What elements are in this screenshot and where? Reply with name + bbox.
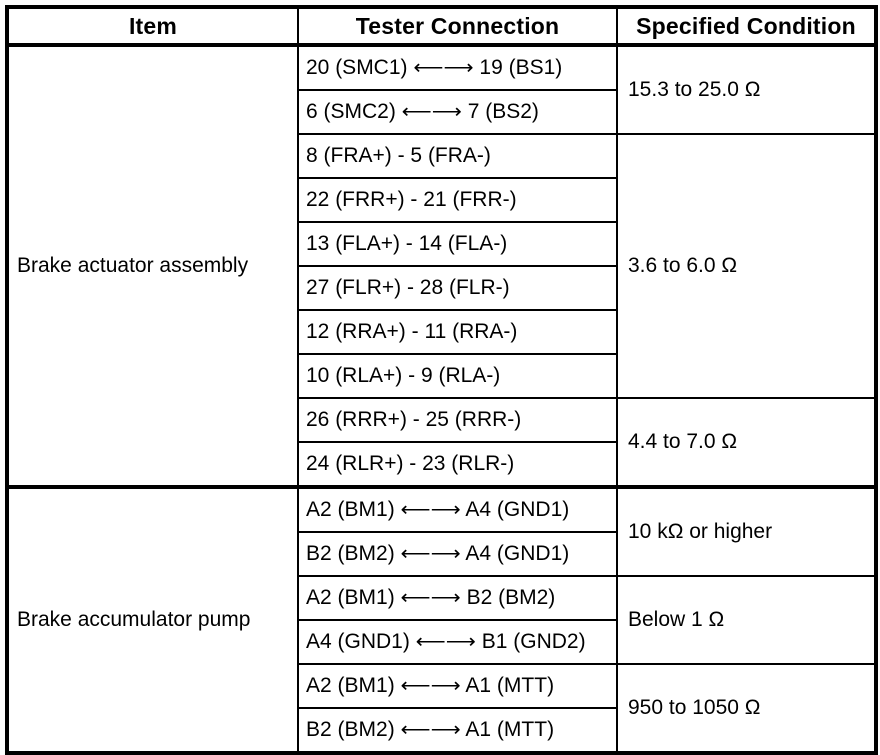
tester-connection-cell: A2 (BM1) ⟵⟶ A1 (MTT)	[297, 663, 618, 709]
specified-condition-cell: 10 kΩ or higher	[616, 485, 876, 577]
table-row: 12 (RRA+) - 11 (RRA-)	[7, 309, 876, 355]
table-row: Brake accumulator pump A2 (BM1) ⟵⟶ A4 (G…	[7, 485, 876, 754]
header-row: Item Tester Connection Specified Conditi…	[7, 7, 876, 47]
specified-condition-cell: 3.6 to 6.0 Ω	[616, 133, 876, 399]
inspection-spec-table: Item Tester Connection Specified Conditi…	[5, 5, 878, 755]
specified-condition-cell: 950 to 1050 Ω	[616, 663, 876, 754]
tester-connection-cell: 24 (RLR+) - 23 (RLR-)	[297, 441, 618, 488]
table-body: Brake actuator assembly 20 (SMC1) ⟵⟶ 19 …	[7, 43, 876, 754]
table-row: A4 (GND1) ⟵⟶ B1 (GND2)	[7, 619, 876, 665]
table-row: Brake actuator assembly 20 (SMC1) ⟵⟶ 19 …	[7, 43, 876, 488]
column-header-item: Item	[7, 7, 299, 47]
tester-connection-cell: 12 (RRA+) - 11 (RRA-)	[297, 309, 618, 355]
item-cell-brake-actuator-assembly: Brake actuator assembly	[7, 43, 299, 488]
tester-connection-cell: B2 (BM2) ⟵⟶ A4 (GND1)	[297, 531, 618, 577]
tester-connection-cell: 27 (FLR+) - 28 (FLR-)	[297, 265, 618, 311]
tester-connection-cell: A2 (BM1) ⟵⟶ B2 (BM2)	[297, 575, 618, 621]
tester-connection-cell: 13 (FLA+) - 14 (FLA-)	[297, 221, 618, 267]
tester-connection-cell: B2 (BM2) ⟵⟶ A1 (MTT)	[297, 707, 618, 754]
table-row: 26 (RRR+) - 25 (RRR-) 4.4 to 7.0 Ω	[7, 397, 876, 488]
tester-connection-cell: 20 (SMC1) ⟵⟶ 19 (BS1)	[297, 43, 618, 91]
specification-table-sheet: Item Tester Connection Specified Conditi…	[5, 5, 878, 755]
table-row: 6 (SMC2) ⟵⟶ 7 (BS2)	[7, 89, 876, 135]
column-header-specified-condition: Specified Condition	[616, 7, 876, 47]
table-row: 10 (RLA+) - 9 (RLA-)	[7, 353, 876, 399]
specified-condition-cell: 15.3 to 25.0 Ω	[616, 43, 876, 135]
table-row: 24 (RLR+) - 23 (RLR-)	[7, 441, 876, 488]
tester-connection-cell: 26 (RRR+) - 25 (RRR-)	[297, 397, 618, 443]
table-row: 13 (FLA+) - 14 (FLA-)	[7, 221, 876, 267]
tester-connection-cell: 8 (FRA+) - 5 (FRA-)	[297, 133, 618, 179]
table-header: Item Tester Connection Specified Conditi…	[7, 7, 876, 47]
table-row: 22 (FRR+) - 21 (FRR-)	[7, 177, 876, 223]
table-row: A2 (BM1) ⟵⟶ B2 (BM2) Below 1 Ω	[7, 575, 876, 665]
specified-condition-cell: 4.4 to 7.0 Ω	[616, 397, 876, 488]
tester-connection-cell: A2 (BM1) ⟵⟶ A4 (GND1)	[297, 485, 618, 533]
tester-connection-cell: 6 (SMC2) ⟵⟶ 7 (BS2)	[297, 89, 618, 135]
table-row: 27 (FLR+) - 28 (FLR-)	[7, 265, 876, 311]
table-row: 8 (FRA+) - 5 (FRA-) 3.6 to 6.0 Ω	[7, 133, 876, 399]
specified-condition-cell: Below 1 Ω	[616, 575, 876, 665]
item-cell-brake-accumulator-pump: Brake accumulator pump	[7, 485, 299, 754]
tester-connection-cell: 10 (RLA+) - 9 (RLA-)	[297, 353, 618, 399]
tester-connection-cell: 22 (FRR+) - 21 (FRR-)	[297, 177, 618, 223]
column-header-tester-connection: Tester Connection	[297, 7, 618, 47]
table-row: B2 (BM2) ⟵⟶ A4 (GND1)	[7, 531, 876, 577]
tester-connection-cell: A4 (GND1) ⟵⟶ B1 (GND2)	[297, 619, 618, 665]
